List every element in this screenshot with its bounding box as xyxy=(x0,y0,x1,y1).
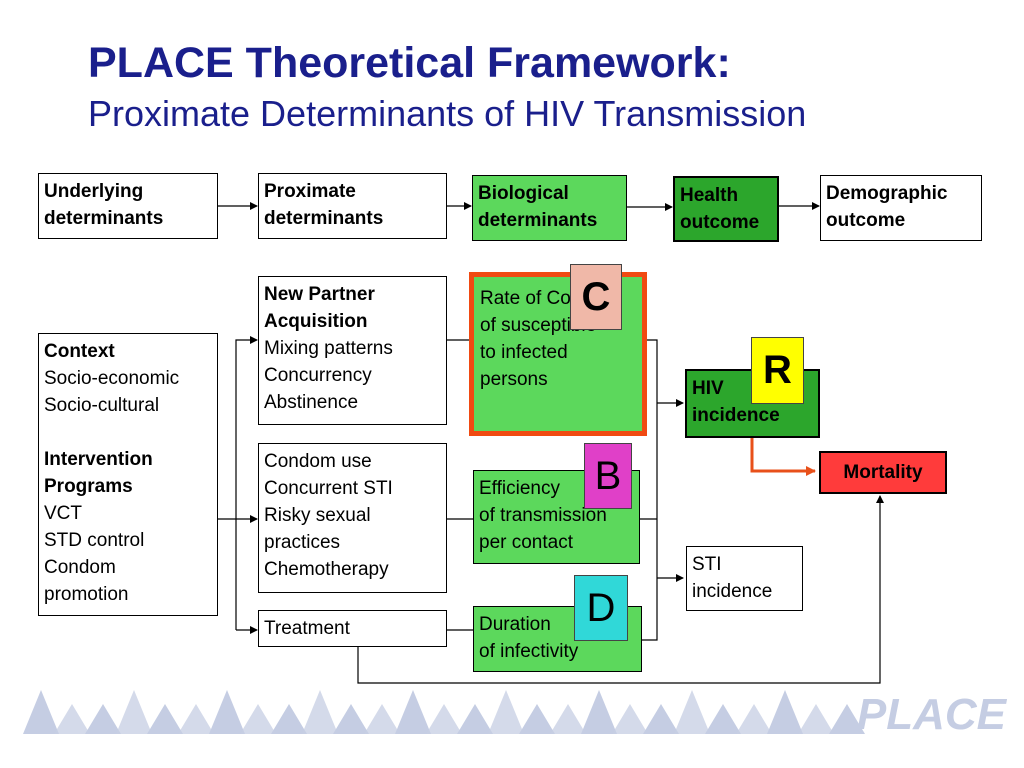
mountain-decoration xyxy=(23,690,865,734)
mountain-peak xyxy=(519,704,555,734)
mountain-peak xyxy=(612,704,648,734)
condom-use-box: Condom use Concurrent STI Risky sexual p… xyxy=(258,443,447,593)
biological-determinants-box: Biological determinants xyxy=(472,175,627,241)
demographic-outcome-box: Demographic outcome xyxy=(820,175,982,241)
mountain-peak xyxy=(736,704,772,734)
mountain-peak xyxy=(829,704,865,734)
mountain-peak xyxy=(550,704,586,734)
mountain-peak xyxy=(798,704,834,734)
mountain-peak xyxy=(488,690,524,734)
mountain-peak xyxy=(426,704,462,734)
health-outcome-box: Health outcome xyxy=(673,176,779,242)
treatment-box: Treatment xyxy=(258,610,447,647)
context-box: Context Socio-economic Socio-cultural In… xyxy=(38,333,218,616)
page-title: PLACE Theoretical Framework: xyxy=(88,39,731,87)
mountain-peak xyxy=(364,704,400,734)
mountain-peak xyxy=(54,704,90,734)
mountain-peak xyxy=(240,704,276,734)
badge-r: R xyxy=(751,337,804,404)
proximate-determinants-box: Proximate determinants xyxy=(258,173,447,239)
mountain-peak xyxy=(178,704,214,734)
badge-d: D xyxy=(574,575,628,641)
mountain-peak xyxy=(705,704,741,734)
new-partner-acquisition-box: New Partner Acquisition Mixing patterns … xyxy=(258,276,447,425)
badge-b: B xyxy=(584,443,632,509)
page-subtitle: Proximate Determinants of HIV Transmissi… xyxy=(88,93,807,134)
mountain-peak xyxy=(271,704,307,734)
mortality-box: Mortality xyxy=(819,451,947,494)
arrow-hiv-to-mortality xyxy=(750,437,816,476)
sti-incidence-box: STI incidence xyxy=(686,546,803,611)
mountain-peak xyxy=(581,690,617,734)
mountain-peak xyxy=(674,690,710,734)
mountain-peak xyxy=(457,704,493,734)
mountain-peak xyxy=(147,704,183,734)
mountain-peak xyxy=(333,704,369,734)
mountain-peak xyxy=(209,690,245,734)
mountain-peak xyxy=(116,690,152,734)
efficiency-of-transmission-box: Efficiency of transmission per contact xyxy=(473,470,640,564)
underlying-determinants-box: Underlying determinants xyxy=(38,173,218,239)
mountain-peak xyxy=(23,690,59,734)
mountain-peak xyxy=(767,690,803,734)
mountain-peak xyxy=(643,704,679,734)
mountain-peak xyxy=(302,690,338,734)
badge-c: C xyxy=(570,264,622,330)
mountain-peak xyxy=(85,704,121,734)
place-logo: PLACE xyxy=(856,690,1006,739)
mountain-peak xyxy=(395,690,431,734)
